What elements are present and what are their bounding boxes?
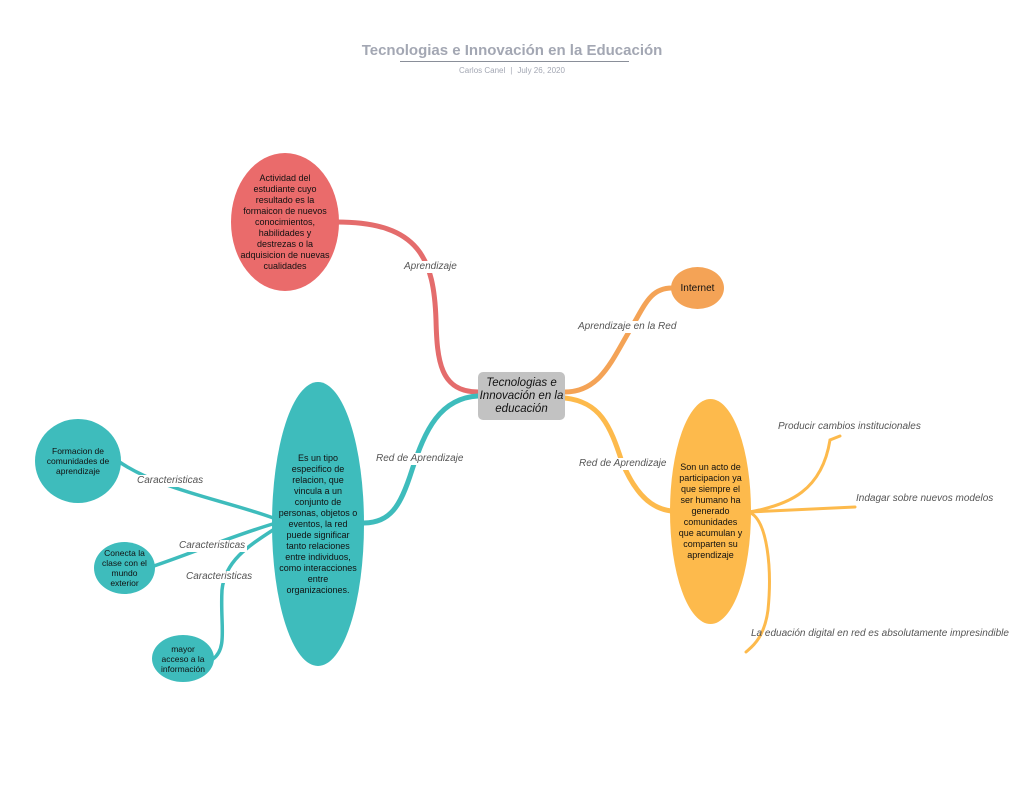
central-topic-text: Tecnologias e Innovación en la educación <box>479 376 564 415</box>
author-name: Carlos Canel <box>459 66 506 75</box>
branch-label-aprendizaje-red: Aprendizaje en la Red <box>576 321 679 333</box>
node-mayor-acceso[interactable]: mayor acceso a la información <box>152 635 214 682</box>
branch-label-red-aprendizaje-left: Red de Aprendizaje <box>374 453 466 465</box>
connector-caracteristicas-3 <box>211 526 278 661</box>
central-topic[interactable]: Tecnologias e Innovación en la educación <box>478 372 565 420</box>
branch-label-caracteristicas-2: Caracteristicas <box>177 540 248 552</box>
page-title: Tecnologias e Innovación en la Educación <box>361 42 663 59</box>
node-aprendizaje-text: Actividad del estudiante cuyo resultado … <box>240 172 330 271</box>
branch-label-red-aprendizaje-right: Red de Aprendizaje <box>577 458 669 470</box>
connector-leaf-2 <box>747 505 857 514</box>
node-conecta-clase[interactable]: Conecta la clase con el mundo exterior <box>94 542 155 594</box>
connector-caracteristicas-1 <box>116 459 278 521</box>
connector-red-aprendizaje-right <box>562 395 687 515</box>
node-red-aprendizaje-text: Es un tipo especifico de relacion, que v… <box>278 452 358 595</box>
connector-leaf-3 <box>744 510 771 654</box>
node-participacion[interactable]: Son un acto de participacion ya que siem… <box>670 399 751 624</box>
leaf-cambios-institucionales[interactable]: Producir cambios institucionales <box>778 421 921 432</box>
branch-label-aprendizaje: Aprendizaje <box>402 261 459 273</box>
leaf-nuevos-modelos[interactable]: Indagar sobre nuevos modelos <box>856 493 994 504</box>
branch-label-caracteristicas-1: Caracteristicas <box>135 475 206 487</box>
node-participacion-text: Son un acto de participacion ya que siem… <box>678 462 743 560</box>
node-comunidades-aprendizaje[interactable]: Formacion de comunidades de aprendizaje <box>35 419 121 503</box>
map-date: July 26, 2020 <box>517 66 565 75</box>
title-underline <box>400 61 629 62</box>
node-conecta-text: Conecta la clase con el mundo exterior <box>102 548 147 588</box>
connector-aprendizaje-red <box>562 285 675 395</box>
connector-aprendizaje <box>334 219 481 395</box>
connector-leaf-1 <box>747 434 842 514</box>
leaf-educacion-digital[interactable]: La eduación digital en red es absolutame… <box>751 628 1009 639</box>
node-internet-text: Internet <box>680 282 715 294</box>
node-comunidades-text: Formacion de comunidades de aprendizaje <box>46 446 110 476</box>
byline: Carlos Canel | July 26, 2020 <box>0 66 1024 75</box>
node-aprendizaje-definition[interactable]: Actividad del estudiante cuyo resultado … <box>231 153 339 291</box>
node-internet[interactable]: Internet <box>671 267 724 309</box>
node-mayor-acceso-text: mayor acceso a la información <box>161 643 205 674</box>
connector-red-aprendizaje-left <box>361 393 481 526</box>
node-red-aprendizaje-definition[interactable]: Es un tipo especifico de relacion, que v… <box>272 382 364 666</box>
branch-label-caracteristicas-3: Caracteristicas <box>184 571 255 583</box>
byline-separator: | <box>510 66 513 75</box>
